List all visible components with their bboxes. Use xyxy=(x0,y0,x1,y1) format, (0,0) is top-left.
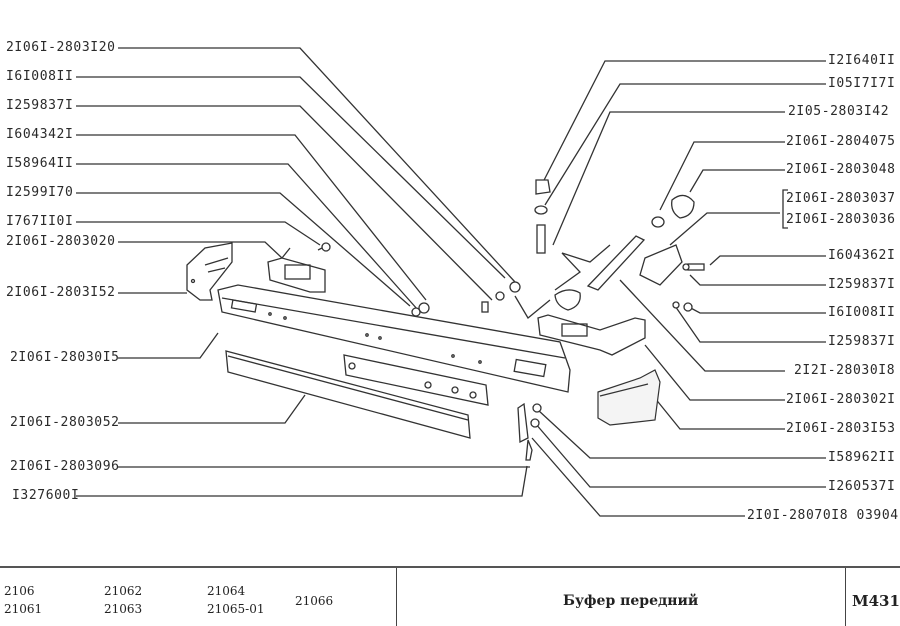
tow-hook-bracket xyxy=(517,402,542,461)
center-fasteners xyxy=(411,281,581,317)
part-label: I260537I xyxy=(828,479,896,494)
license-plate-bracket xyxy=(343,354,489,406)
model-number: 21063 xyxy=(104,602,143,616)
part-label: I604362I xyxy=(828,248,896,263)
part-label: I2I640II xyxy=(828,53,896,68)
part-label: 2I2I-28030I8 xyxy=(794,363,896,378)
model-number: 21065-01 xyxy=(207,602,265,616)
part-label: 2I06I-280302I xyxy=(786,392,896,407)
part-label: 2I06I-2803I53 xyxy=(786,421,896,436)
divider xyxy=(396,568,397,626)
part-label: 2I06I-2803048 xyxy=(786,162,896,177)
part-label: 2I06I-2804075 xyxy=(786,134,896,149)
model-number: 21064 xyxy=(207,584,246,598)
part-label: I259837I xyxy=(828,334,896,349)
model-number: 21062 xyxy=(104,584,143,598)
part-label: 2I06I-28030I5 xyxy=(10,350,120,365)
part-label: I2599I70 xyxy=(6,185,74,200)
part-label: I6I008II xyxy=(828,305,896,320)
part-label: I6I008II xyxy=(6,69,74,84)
right-end-cap xyxy=(597,369,661,426)
part-label: 2I06I-2803I52 xyxy=(6,285,116,300)
divider xyxy=(845,568,846,626)
model-number: 21061 xyxy=(4,602,43,616)
page-code: M431 xyxy=(852,592,900,610)
part-label: 2I06I-2803037 xyxy=(786,191,896,206)
left-mount-bracket xyxy=(267,247,326,293)
part-label: 2I05-2803I42 xyxy=(788,104,890,119)
part-label: 2I0I-28070I8 03904 xyxy=(747,508,899,523)
part-label: I259837I xyxy=(828,277,896,292)
footer-title-block: 2106 21061 21062 21063 21064 21065-01 21… xyxy=(0,566,900,626)
leader-lines-right xyxy=(514,60,826,517)
page-title: Буфер передний xyxy=(563,593,699,609)
part-label: 2I06I-2803096 xyxy=(10,459,120,474)
left-end-cap xyxy=(186,242,233,301)
part-label: I05I7I7I xyxy=(828,76,896,91)
leader-lines-left xyxy=(76,47,530,497)
part-label: 2I06I-2803020 xyxy=(6,234,116,249)
part-label: 2I06I-2803I20 xyxy=(6,40,116,55)
bracket-bolt xyxy=(317,242,331,252)
exploded-parts-drawing xyxy=(76,47,826,517)
part-label: 2I06I-2803036 xyxy=(786,212,896,227)
part-label: I259837I xyxy=(6,98,74,113)
part-label: I327600I xyxy=(12,488,80,503)
part-label: I58962II xyxy=(828,450,896,465)
right-mount-bracket xyxy=(537,314,646,356)
part-label: I58964II xyxy=(6,156,74,171)
rubber-strip xyxy=(225,350,471,439)
part-label: I604342I xyxy=(6,127,74,142)
tow-pin-assembly xyxy=(534,179,705,312)
bumper-beam xyxy=(217,284,571,393)
model-number: 21066 xyxy=(295,594,334,608)
part-label: 2I06I-2803052 xyxy=(10,415,120,430)
model-number: 2106 xyxy=(4,584,35,598)
part-label: I767II0I xyxy=(6,214,74,229)
